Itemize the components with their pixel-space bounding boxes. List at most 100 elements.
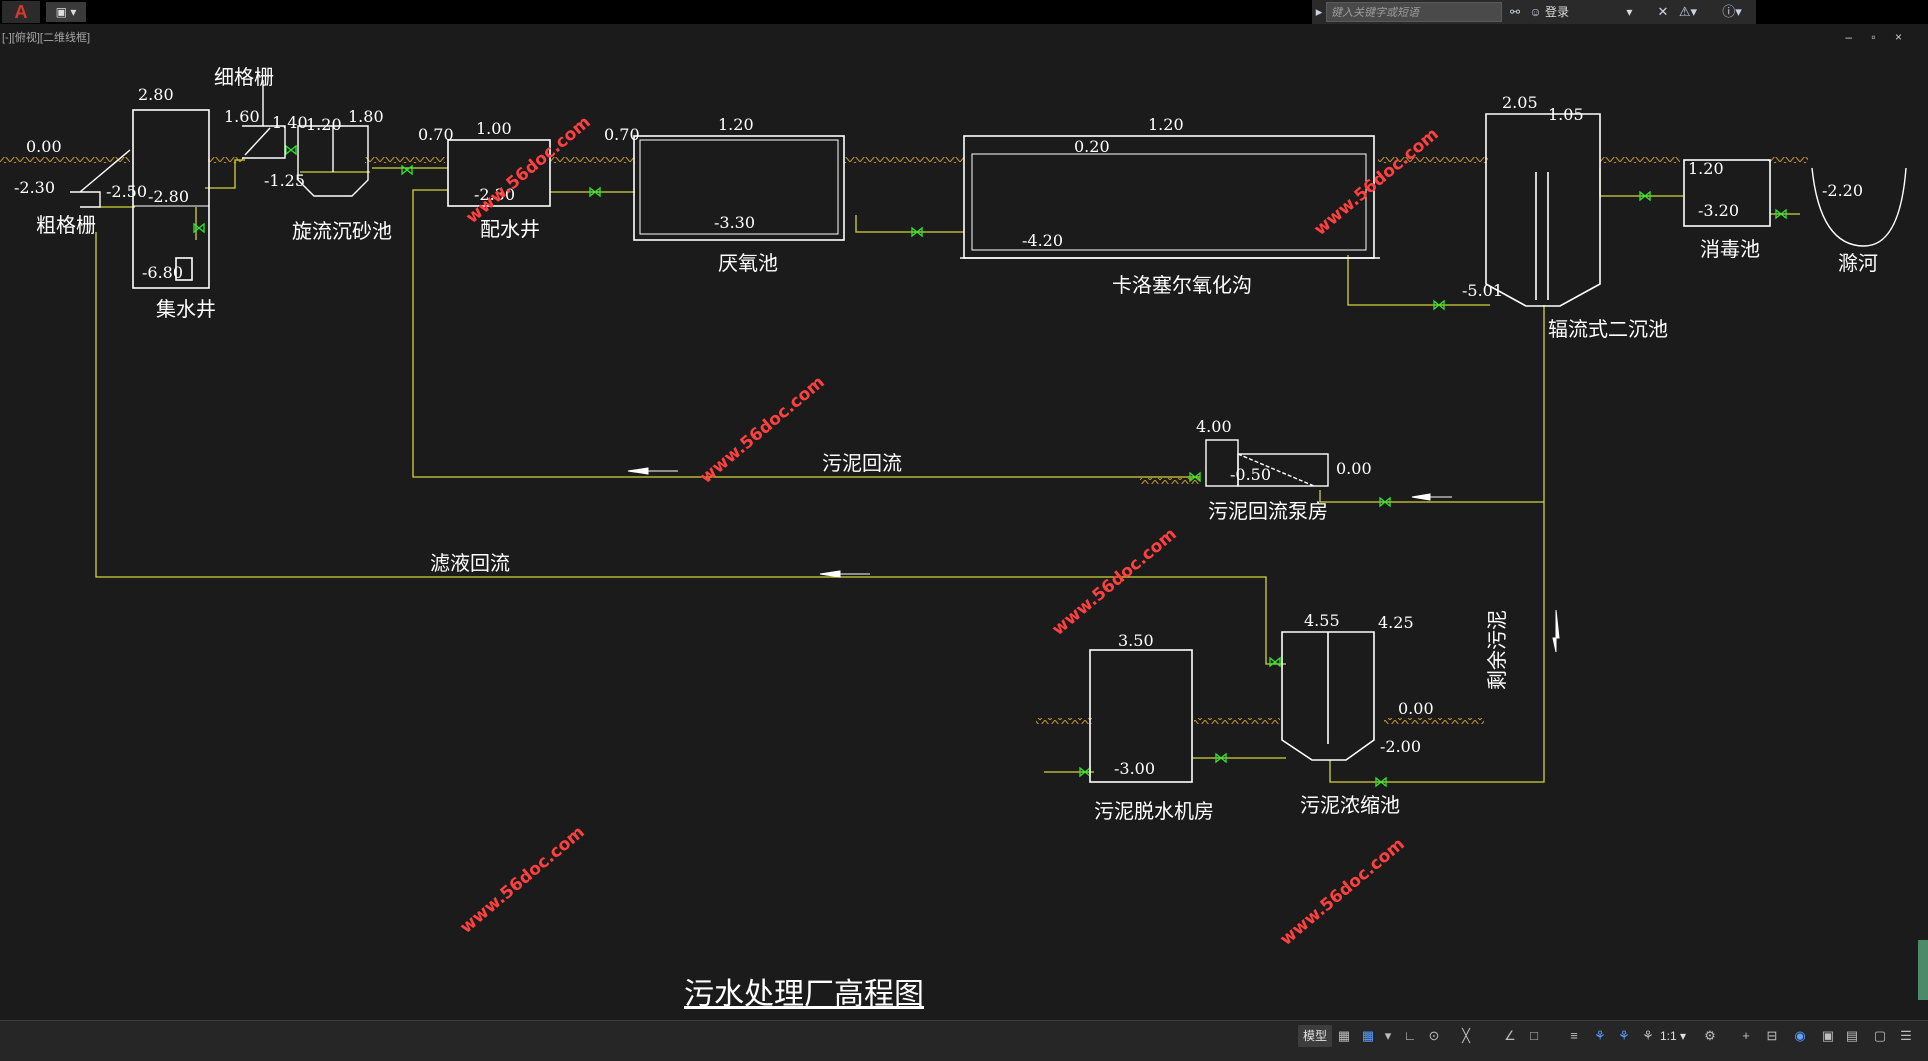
elevation-label: -3.00: [1114, 759, 1155, 778]
ortho-icon[interactable]: ∟: [1403, 1028, 1417, 1043]
isolate-objects-icon[interactable]: ◉: [1794, 1028, 1806, 1043]
annotation-visibility-icon[interactable]: ⚘: [1618, 1028, 1630, 1043]
unit-label-return-pump-house: 污泥回流泵房: [1208, 499, 1328, 523]
annotation-scale-select[interactable]: 1:1 ▾: [1660, 1029, 1687, 1043]
flow-label-excess-sludge: 剩余污泥: [1485, 610, 1509, 690]
oxidation-ditch-structure: [960, 135, 1380, 259]
search-expand-icon[interactable]: ▸: [1315, 4, 1323, 19]
osnap-tracking-icon[interactable]: ╳: [1462, 1028, 1470, 1043]
elevation-label: 1.20: [306, 115, 342, 134]
status-bar: [0, 1020, 1928, 1061]
unit-label-anaerobic-tank: 厌氧池: [718, 251, 778, 275]
elevation-label: -2.30: [14, 178, 55, 197]
chevron-down-icon[interactable]: ▾: [1626, 5, 1633, 19]
help-icon[interactable]: ⓘ▾: [1722, 4, 1742, 19]
search-input[interactable]: 键入关键字或短语: [1326, 2, 1502, 22]
elevation-label: -3.30: [714, 213, 755, 232]
viewport-controls[interactable]: [-][俯视][二维线框]: [2, 32, 90, 44]
watermark: www.56doc.com: [1276, 834, 1408, 950]
secondary-clarifier-structure: [1485, 113, 1601, 307]
elevation-label: -4.20: [1022, 231, 1063, 250]
collection-well-structure: [132, 109, 210, 289]
unit-label-disinfection-tank: 消毒池: [1700, 237, 1760, 261]
unit-label-collection-well: 集水井: [156, 297, 216, 321]
elevation-label: 0.20: [1074, 137, 1110, 156]
grid-icon[interactable]: ▦: [1337, 1028, 1351, 1043]
river-structure: [1811, 167, 1907, 247]
unit-label-coarse-screen: 粗格栅: [36, 213, 96, 237]
elevation-label: 0.70: [604, 125, 640, 144]
annotation-icon[interactable]: ⚘: [1642, 1028, 1654, 1043]
quick-access-toolbar[interactable]: ▣ ▾: [46, 2, 86, 22]
hardware-acceleration-icon[interactable]: ▣: [1821, 1028, 1835, 1043]
exchange-icon[interactable]: ✕: [1657, 4, 1669, 19]
flow-label-filtrate-return: 滤液回流: [430, 551, 510, 575]
stay-connected-icon[interactable]: ⚠▾: [1678, 4, 1698, 19]
drawing-title: 污水处理厂高程图: [684, 977, 924, 1012]
user-icon: ☺: [1529, 5, 1542, 19]
elevation-label: -6.80: [142, 263, 183, 282]
elevation-label: 1.20: [718, 115, 754, 134]
dewatering-house-structure: [1089, 649, 1193, 783]
binoculars-icon[interactable]: ⚯: [1510, 5, 1521, 19]
watermark: www.56doc.com: [1048, 524, 1180, 640]
drawing-canvas[interactable]: 0.00 -2.30 2.80 -2.50 -2.80 -6.80 1.60 1…: [0, 24, 1928, 1020]
disinfection-tank-structure: [1683, 159, 1771, 227]
elevation-label: 2.80: [138, 85, 174, 104]
unit-label-grit-chamber: 旋流沉砂池: [292, 219, 392, 243]
return-pump-house-structure: [1205, 439, 1329, 487]
snap-icon[interactable]: ▦: [1361, 1028, 1375, 1043]
anaerobic-tank-structure: [633, 135, 845, 241]
grit-chamber-structure: [297, 125, 369, 197]
flow-label-sludge-return: 污泥回流: [822, 451, 902, 475]
coarse-screen-structure: [70, 149, 131, 208]
quick-properties-icon[interactable]: ⊟: [1766, 1028, 1778, 1043]
chevron-down-icon[interactable]: ▾: [1384, 1028, 1392, 1043]
viewcube-scroll-indicator[interactable]: [1918, 940, 1928, 1000]
distribution-well-structure: [447, 139, 551, 207]
plus-icon[interactable]: +: [1742, 1028, 1750, 1043]
annotation-scale-icon[interactable]: ⚘: [1594, 1028, 1606, 1043]
workspace-icon[interactable]: ▤: [1845, 1028, 1859, 1043]
elevation-label: -2.50: [106, 182, 147, 201]
elevation-label: -2.20: [1822, 181, 1863, 200]
elevation-label: 3.50: [1118, 631, 1154, 650]
thickener-structure: [1281, 631, 1375, 761]
unit-label-fine-screen: 细格栅: [214, 65, 274, 89]
elevation-label: 1.60: [224, 107, 260, 126]
unit-label-thickener: 污泥浓缩池: [1300, 793, 1400, 817]
watermark: www.56doc.com: [696, 372, 828, 488]
customization-menu-icon[interactable]: ☰: [1900, 1028, 1912, 1043]
fine-screen-structure: [242, 80, 286, 159]
clean-screen-icon[interactable]: ▢: [1873, 1028, 1887, 1043]
elevation-label: 4.55: [1304, 611, 1340, 630]
unit-label-secondary-clarifier: 辐流式二沉池: [1548, 317, 1668, 341]
elevation-label: 1.20: [1148, 115, 1184, 134]
elevation-label: -0.50: [1230, 465, 1271, 484]
object-snap-icon[interactable]: □: [1530, 1028, 1538, 1043]
model-space-button[interactable]: 模型: [1298, 1025, 1333, 1047]
valve-icon: [193, 144, 1787, 788]
polar-icon[interactable]: ⊙: [1428, 1028, 1440, 1043]
lineweight-icon[interactable]: ≡: [1570, 1028, 1578, 1043]
elevation-label: 0.70: [418, 125, 454, 144]
elevation-label: 4.00: [1196, 417, 1232, 436]
viewport-window-controls[interactable]: – ▫ ×: [1845, 30, 1910, 44]
elevation-label: -2.30: [474, 185, 515, 204]
elevation-label: 1.80: [348, 107, 384, 126]
login-button[interactable]: ⚯ ☺ 登录 ▾: [1510, 2, 1646, 22]
elevation-label: -1.25: [264, 171, 305, 190]
elevation-label: 1.40: [272, 113, 308, 132]
process-pipes: [95, 159, 1800, 783]
isodraft-icon[interactable]: ∠: [1504, 1028, 1516, 1043]
elevation-label: 0.00: [1336, 459, 1372, 478]
elevation-label: -5.01: [1462, 281, 1503, 300]
elevation-label: 0.00: [26, 137, 62, 156]
application-menu-button[interactable]: A: [2, 1, 40, 23]
elevation-label: -3.20: [1698, 201, 1739, 220]
gear-icon[interactable]: ⚙: [1704, 1028, 1716, 1043]
elevation-label: 0.00: [1398, 699, 1434, 718]
watermark: www.56doc.com: [456, 822, 588, 938]
login-label: 登录: [1545, 5, 1570, 19]
ground-line: [0, 157, 1808, 724]
